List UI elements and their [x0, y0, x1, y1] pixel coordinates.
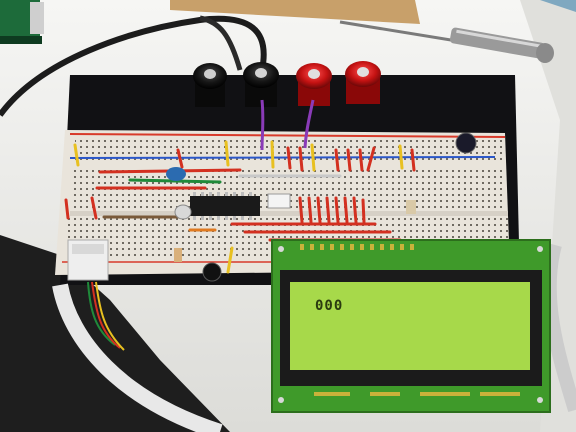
capacitor-icon	[202, 262, 222, 282]
wire-bank	[64, 196, 366, 224]
lcd-screen	[290, 282, 530, 370]
cardboard-box	[170, 0, 420, 24]
lcd-display-text: 000	[315, 298, 343, 314]
purple-wire	[303, 99, 315, 149]
screwdriver-icon	[339, 20, 554, 63]
right-cable	[542, 243, 576, 413]
resistor	[406, 200, 416, 214]
lcd-module: 000	[271, 239, 551, 413]
purple-wire	[260, 99, 265, 151]
capacitor-icon	[166, 167, 186, 181]
top-left-module	[0, 0, 44, 44]
resistor	[174, 248, 182, 262]
white-cable	[52, 283, 223, 432]
binding-post-icon	[345, 61, 381, 104]
floor-shadow	[0, 235, 230, 432]
ic-chip-icon	[190, 192, 260, 220]
binding-post-icon	[193, 63, 227, 107]
connector-icon	[67, 239, 109, 281]
capacitor-icon	[455, 132, 477, 154]
crystal	[267, 193, 291, 209]
black-cable	[0, 15, 267, 117]
capacitor-icon	[174, 204, 192, 220]
binding-post-icon	[296, 63, 332, 106]
